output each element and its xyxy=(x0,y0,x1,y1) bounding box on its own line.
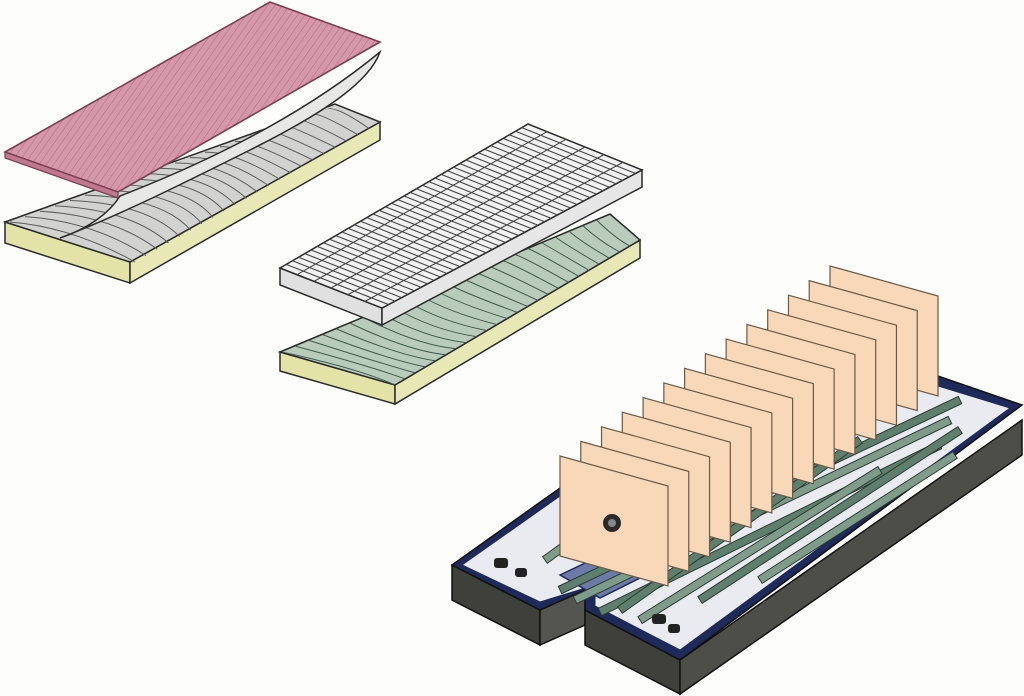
rod xyxy=(637,465,883,625)
contour-line xyxy=(39,210,158,250)
contour-line xyxy=(189,157,269,187)
contour-line xyxy=(541,242,590,271)
membrane-curl xyxy=(59,49,382,239)
clip-bottom xyxy=(652,614,680,633)
contour-line xyxy=(322,334,426,368)
mesh-line xyxy=(296,131,548,276)
contour-line xyxy=(54,205,169,244)
contour-line xyxy=(283,351,396,385)
contour-line xyxy=(582,225,620,253)
contour-line xyxy=(234,140,303,167)
pink-membrane-edge xyxy=(4,151,119,199)
mesh-line xyxy=(364,161,624,302)
tray-main-side xyxy=(679,418,1023,696)
contour-line xyxy=(595,219,631,247)
contour-line xyxy=(568,230,610,259)
contour-line xyxy=(69,200,180,237)
contour-line xyxy=(129,178,225,212)
contour-line xyxy=(527,248,580,277)
contour-line xyxy=(336,328,436,362)
contour-line xyxy=(555,236,600,265)
contour-line xyxy=(514,253,569,283)
contour-line xyxy=(24,216,147,257)
mesh-line xyxy=(313,138,567,282)
contour-line xyxy=(204,151,281,180)
contour-line xyxy=(219,146,292,174)
mesh-line xyxy=(330,146,586,289)
contour-line xyxy=(84,194,192,231)
contour-line xyxy=(9,221,136,263)
bolt-icon xyxy=(603,514,621,532)
contour-line xyxy=(350,322,447,356)
contour-line xyxy=(295,345,406,380)
rod xyxy=(697,425,963,605)
contour-line xyxy=(309,340,416,374)
mesh-line xyxy=(347,154,605,296)
contour-line xyxy=(159,167,247,199)
clip-left xyxy=(494,558,527,577)
tray-with-fin-array xyxy=(450,265,1024,696)
contour-line xyxy=(144,173,236,206)
pad-with-membrane xyxy=(2,1,382,285)
contour-line xyxy=(174,162,258,193)
rod xyxy=(757,450,958,585)
grid-mesh-over-wavy-base xyxy=(277,123,644,406)
